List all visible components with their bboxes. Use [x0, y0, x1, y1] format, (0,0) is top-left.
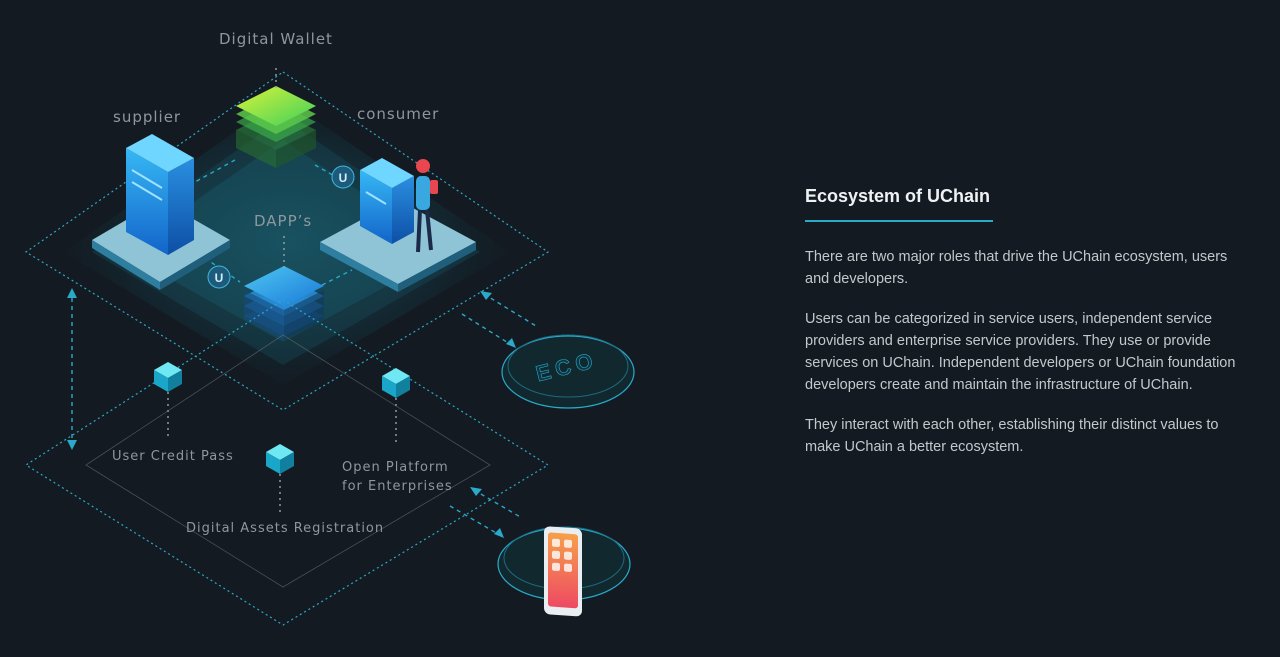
eco-arrows [461, 293, 537, 345]
ecosystem-text-panel: Ecosystem of UChain There are two major … [805, 184, 1250, 476]
cube-icon [382, 368, 410, 398]
cube-icon [266, 444, 294, 474]
paragraph-roles: There are two major roles that drive the… [805, 249, 1228, 287]
consumer-server-icon [320, 158, 476, 292]
paragraph-users: Users can be categorized in service user… [805, 311, 1236, 393]
label-connectors [167, 68, 397, 516]
open-platform-label-line2: for Enterprises [342, 479, 453, 494]
consumer-label: consumer [357, 105, 440, 123]
u-badge-label: U [215, 271, 224, 285]
u-coin-icon: U [207, 265, 231, 289]
open-platform-label-line1: Open Platform [342, 460, 449, 475]
phone-arrows [449, 489, 523, 535]
dapp-stack-icon [244, 266, 324, 340]
vertical-double-arrow [67, 288, 77, 450]
supplier-label: supplier [113, 108, 182, 126]
paragraph-interaction: They interact with each other, establish… [805, 417, 1219, 455]
person-icon [416, 159, 438, 253]
section-title: Ecosystem of UChain [805, 186, 991, 206]
u-badge-label: U [339, 171, 348, 185]
digital-wallet-stack-icon [236, 86, 316, 168]
digital-assets-registration-label: Digital Assets Registration [186, 521, 385, 536]
user-credit-pass-label: User Credit Pass [112, 449, 234, 464]
digital-wallet-label: Digital Wallet [219, 30, 333, 48]
supplier-server-icon [92, 134, 230, 290]
dapps-label: DAPP’s [254, 212, 313, 230]
top-platform [24, 71, 550, 411]
title-underline [805, 220, 993, 222]
eco-disc-icon: ECO [501, 334, 635, 409]
cube-icon [154, 362, 182, 392]
ecosystem-illustration: U U [24, 68, 635, 626]
bottom-platform [24, 299, 550, 626]
ecosystem-diagram: U U [24, 30, 635, 626]
smartphone-icon [544, 526, 582, 617]
u-coin-icon: U [331, 165, 355, 189]
